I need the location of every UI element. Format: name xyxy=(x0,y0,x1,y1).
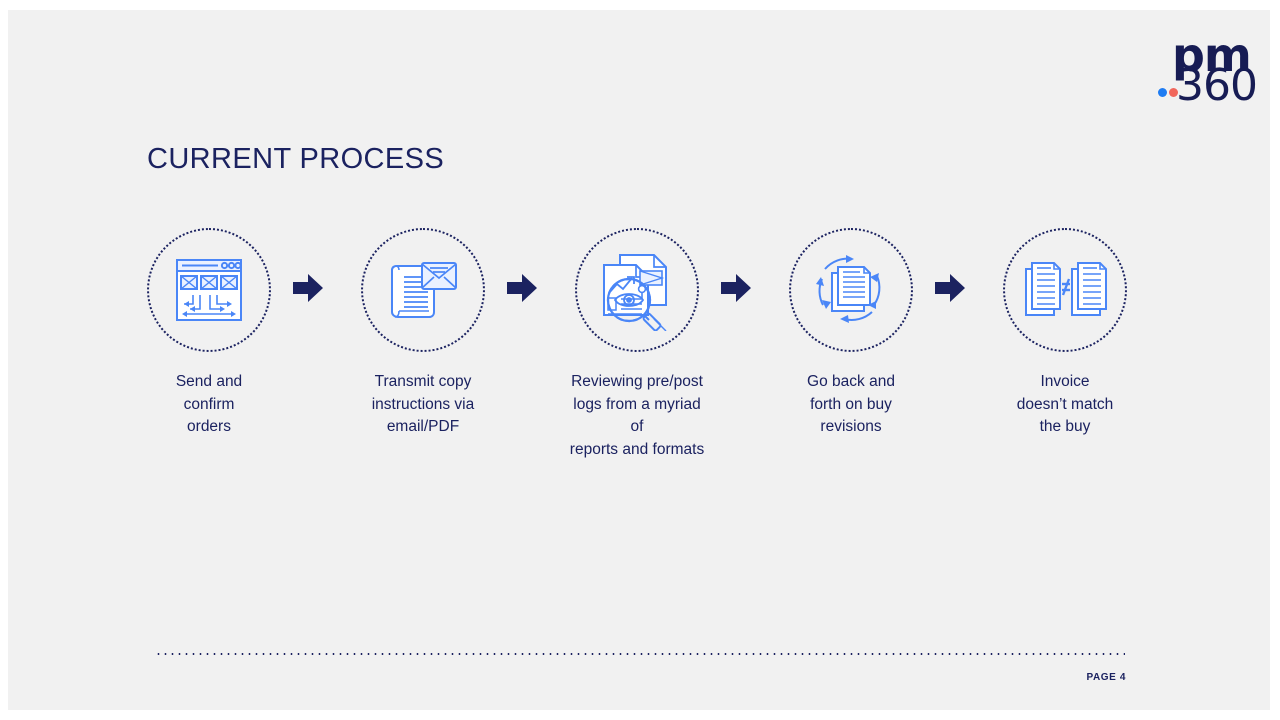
step-5-circle xyxy=(1003,228,1127,352)
process-arrow-3 xyxy=(721,274,751,302)
step-2-label: Transmit copy instructions via email/PDF xyxy=(371,373,475,435)
browser-wireframe-icon xyxy=(176,259,242,321)
step-4-circle xyxy=(789,228,913,352)
process-step-2[interactable]: Transmit copy instructions via email/PDF xyxy=(352,228,494,439)
report-magnifier-eye-icon xyxy=(603,254,667,331)
arrow-right-icon xyxy=(721,274,751,302)
process-arrow-2 xyxy=(507,274,537,302)
arrow-right-icon xyxy=(507,274,537,302)
process-arrow-4 xyxy=(935,274,965,302)
documents-not-equal-icon xyxy=(1025,262,1107,316)
slide-canvas: pm 360 CURRENT PROCESS xyxy=(8,10,1270,710)
logo-blue-dot xyxy=(1158,88,1167,97)
process-flow: Send and confirm orders xyxy=(138,228,1143,458)
arrow-right-icon xyxy=(935,274,965,302)
step-3-label: Reviewing pre/post logs from a myriad of… xyxy=(569,373,705,458)
process-step-4[interactable]: Go back and forth on buy revisions xyxy=(780,228,922,439)
logo-pm-text: pm xyxy=(1172,28,1252,82)
page-title: CURRENT PROCESS xyxy=(147,143,445,175)
step-1-circle xyxy=(147,228,271,352)
pm360-logo: pm 360 xyxy=(1158,32,1258,112)
step-3-circle xyxy=(575,228,699,352)
step-1-label: Send and confirm orders xyxy=(175,373,243,435)
process-step-1[interactable]: Send and confirm orders xyxy=(138,228,280,439)
dotted-divider xyxy=(155,653,1125,655)
process-arrow-1 xyxy=(293,274,323,302)
document-envelope-icon xyxy=(391,262,457,318)
step-5-label: Invoice doesn’t match the buy xyxy=(1016,373,1114,435)
documents-revision-cycle-icon xyxy=(816,255,881,323)
page-number: PAGE 4 xyxy=(1086,672,1126,683)
logo-360-text: 360 xyxy=(1176,60,1258,111)
step-2-circle xyxy=(361,228,485,352)
process-step-5[interactable]: Invoice doesn’t match the buy xyxy=(994,228,1136,439)
logo-red-dot xyxy=(1169,88,1178,97)
step-4-label: Go back and forth on buy revisions xyxy=(807,373,895,435)
arrow-right-icon xyxy=(293,274,323,302)
process-step-3[interactable]: Reviewing pre/post logs from a myriad of… xyxy=(566,228,708,461)
